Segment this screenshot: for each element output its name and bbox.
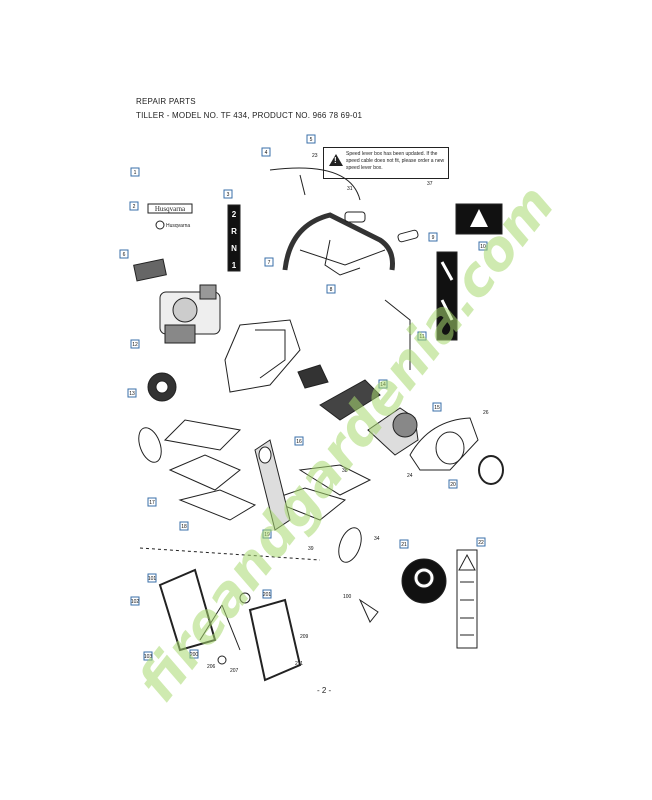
svg-text:20: 20: [450, 482, 456, 488]
page-subtitle: TILLER - MODEL NO. TF 434, PRODUCT NO. 9…: [136, 111, 363, 120]
svg-text:100: 100: [343, 594, 352, 600]
svg-text:4: 4: [265, 150, 268, 156]
svg-text:2: 2: [133, 204, 136, 210]
svg-text:207: 207: [230, 668, 239, 674]
callout-box: 102: [130, 596, 140, 606]
svg-text:34: 34: [374, 536, 380, 542]
callout-box: 5: [306, 134, 316, 144]
svg-text:101: 101: [148, 576, 157, 582]
callout-box: 16: [294, 436, 304, 446]
callout-box: 12: [130, 339, 140, 349]
tiller-frame: [147, 319, 301, 402]
callout-box: 21: [399, 539, 409, 549]
svg-text:2: 2: [232, 210, 237, 219]
svg-text:24: 24: [407, 473, 413, 479]
svg-text:200: 200: [190, 652, 199, 658]
svg-text:37: 37: [427, 181, 433, 187]
chain-case: [254, 439, 291, 531]
svg-text:9: 9: [432, 235, 435, 241]
callout-box: 200: [189, 649, 199, 659]
warning-icon: [329, 154, 343, 166]
page-title: REPAIR PARTS: [136, 97, 196, 106]
svg-text:23: 23: [312, 153, 318, 159]
callout-box: 1: [130, 167, 140, 177]
callout-box: 201: [262, 589, 272, 599]
svg-text:Husqvarna: Husqvarna: [155, 205, 186, 213]
callout-box: 103: [143, 651, 153, 661]
callout-box: 4: [261, 147, 271, 157]
svg-text:201: 201: [263, 592, 272, 598]
svg-text:8: 8: [330, 287, 333, 293]
chain-detail: [158, 568, 302, 682]
section-divider: [139, 547, 321, 561]
svg-text:1: 1: [134, 170, 137, 176]
callout-box: 11: [417, 331, 427, 341]
callout-box: 3: [223, 189, 233, 199]
callout-box: 6: [119, 249, 129, 259]
svg-text:22: 22: [478, 540, 484, 546]
callout-box: 17: [147, 497, 157, 507]
svg-text:102: 102: [131, 599, 140, 605]
svg-text:211: 211: [295, 661, 303, 667]
svg-text:16: 16: [296, 439, 302, 445]
callout-box: 10: [478, 241, 488, 251]
callout-box: 8: [326, 284, 336, 294]
callout-box: 14: [378, 379, 388, 389]
callout-box: 15: [432, 402, 442, 412]
handlebar-assembly: [282, 211, 419, 276]
svg-text:10: 10: [480, 244, 486, 250]
callout-box: 13: [127, 388, 137, 398]
callout-box: 18: [179, 521, 189, 531]
svg-text:11: 11: [419, 334, 424, 340]
update-notice: Speed lever box has been updated. If the…: [323, 147, 449, 179]
belt-guard: [367, 407, 504, 485]
husqvarna-logo-large: Husqvarna: [147, 203, 193, 214]
hearing-protection-symbol: [401, 558, 447, 604]
tine-control-rod: [384, 299, 411, 370]
transmission-case: [297, 364, 381, 421]
svg-text:18: 18: [181, 524, 187, 530]
svg-text:R: R: [231, 227, 237, 236]
part-103: [358, 598, 379, 623]
svg-text:31: 31: [347, 186, 353, 192]
husqvarna-logo-small: Husqvarna: [155, 220, 190, 230]
svg-text:5: 5: [310, 137, 313, 143]
svg-text:206: 206: [207, 664, 216, 670]
svg-text:17: 17: [149, 500, 155, 506]
callout-box: 19: [262, 529, 272, 539]
svg-text:103: 103: [144, 654, 153, 660]
svg-text:1: 1: [232, 261, 237, 270]
svg-text:6: 6: [123, 252, 126, 258]
svg-text:26: 26: [483, 410, 489, 416]
callout-box: 20: [448, 479, 458, 489]
callout-box: 22: [476, 537, 486, 547]
svg-text:7: 7: [268, 260, 271, 266]
svg-text:209: 209: [300, 634, 309, 640]
svg-text:38: 38: [342, 468, 348, 474]
svg-text:3: 3: [227, 192, 230, 198]
callout-box: 9: [428, 232, 438, 242]
svg-text:21: 21: [401, 542, 407, 548]
tine-assembly: [138, 419, 372, 563]
callout-box: 7: [264, 257, 274, 267]
callout-box: 101: [147, 573, 157, 583]
page-number: - 2 -: [317, 686, 332, 695]
handle-decal-strip: [436, 251, 458, 341]
notice-text: Speed lever box has been updated. If the…: [346, 151, 445, 171]
svg-text:Husqvarna: Husqvarna: [166, 223, 190, 229]
svg-text:15: 15: [434, 405, 440, 411]
callout-box: 2: [129, 201, 139, 211]
svg-text:39: 39: [308, 546, 314, 552]
safety-decal-strip: [456, 549, 478, 649]
engine: [133, 258, 221, 344]
callout-labels: 1 2 3 4 5 6 7 8 9 10 11 12 13 14 15 16 1…: [119, 134, 489, 674]
svg-text:12: 12: [132, 342, 138, 348]
svg-text:19: 19: [264, 532, 270, 538]
svg-text:14: 14: [380, 382, 386, 388]
svg-text:N: N: [231, 244, 237, 253]
svg-text:13: 13: [129, 391, 135, 397]
gear-decal: 2 R N 1: [227, 204, 241, 272]
